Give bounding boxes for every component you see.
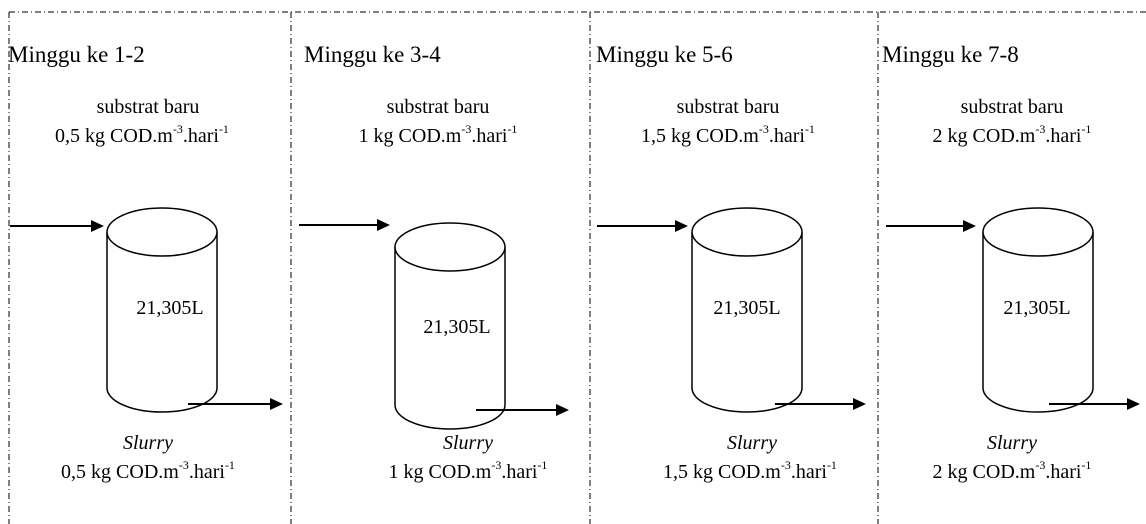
slurry-rate: 2 kg COD.m-3.hari-1: [872, 458, 1146, 484]
reactor-cylinder-body: [394, 247, 506, 430]
reactor-cylinder-body: [106, 232, 218, 413]
substrate-rate: 2 kg COD.m-3.hari-1: [872, 122, 1146, 148]
outlet-arrow-head: [853, 398, 866, 410]
unit-prefix: kg COD.m: [91, 461, 179, 483]
unit-prefix: kg COD.m: [85, 125, 173, 147]
inlet-arrow-head: [675, 220, 688, 232]
unit-exponent: -1: [1081, 122, 1092, 137]
week-title: Minggu ke 5-6: [596, 42, 733, 67]
reactor-volume: 21,305L: [713, 297, 781, 319]
panel-week-1-2: Minggu ke 1-2 substrat baru 0,5 kg COD.m…: [8, 0, 290, 524]
slurry-rate: 0,5 kg COD.m-3.hari-1: [8, 458, 288, 484]
week-title: Minggu ke 7-8: [882, 42, 1019, 67]
unit-exponent: -3: [461, 122, 472, 137]
reactor-volume: 21,305L: [1003, 297, 1071, 319]
substrate-rate: 1,5 kg COD.m-3.hari-1: [588, 122, 868, 148]
unit-exponent: -1: [218, 122, 229, 137]
substrate-rate-value: 1,5: [641, 125, 667, 147]
reactor-cylinder-top: [394, 222, 506, 272]
unit-prefix: kg COD.m: [403, 461, 492, 483]
unit-exponent: -3: [178, 458, 189, 473]
unit-prefix: kg COD.m: [671, 125, 759, 147]
unit-exponent: -3: [172, 122, 183, 137]
slurry-rate: 1,5 kg COD.m-3.hari-1: [610, 458, 890, 484]
unit-mid: .hari: [501, 461, 538, 483]
substrate-label: substrat baru: [96, 96, 200, 118]
reactor-cylinder-top: [982, 207, 1094, 257]
reactor-volume: 21,305L: [136, 297, 204, 319]
substrate-rate-value: 1: [358, 125, 369, 147]
substrate-rate-value: 0,5: [55, 125, 81, 147]
slurry-label: Slurry: [123, 432, 173, 454]
slurry-rate-value: 1: [388, 461, 399, 483]
panel-week-5-6: Minggu ke 5-6 substrat baru 1,5 kg COD.m…: [592, 0, 874, 524]
outlet-arrow-head: [556, 404, 569, 416]
reactor-cylinder-top: [691, 207, 803, 257]
unit-exponent: -1: [804, 122, 815, 137]
unit-mid: .hari: [1045, 125, 1082, 147]
outlet-arrow-head: [270, 398, 283, 410]
week-title: Minggu ke 3-4: [304, 42, 441, 67]
week-title: Minggu ke 1-2: [8, 42, 145, 67]
reactor-cylinder-body: [691, 232, 803, 413]
slurry-label: Slurry: [443, 432, 493, 454]
inlet-arrow-head: [963, 220, 976, 232]
substrate-rate: 1 kg COD.m-3.hari-1: [298, 122, 578, 148]
unit-prefix: kg COD.m: [947, 461, 1036, 483]
unit-exponent: -3: [491, 458, 502, 473]
reactor-volume: 21,305L: [423, 316, 491, 338]
slurry-rate-value: 0,5: [61, 461, 87, 483]
slurry-rate-value: 1,5: [663, 461, 689, 483]
substrate-label: substrat baru: [676, 96, 780, 118]
unit-mid: .hari: [182, 125, 219, 147]
substrate-rate-value: 2: [932, 125, 943, 147]
unit-mid: .hari: [768, 125, 805, 147]
unit-prefix: kg COD.m: [693, 461, 781, 483]
slurry-label: Slurry: [987, 432, 1037, 454]
slurry-rate-value: 2: [932, 461, 943, 483]
substrate-label: substrat baru: [386, 96, 490, 118]
panel-week-3-4: Minggu ke 3-4 substrat baru 1 kg COD.m-3…: [300, 0, 582, 524]
unit-exponent: -1: [507, 122, 518, 137]
unit-exponent: -3: [758, 122, 769, 137]
unit-mid: .hari: [188, 461, 225, 483]
slurry-rate: 1 kg COD.m-3.hari-1: [328, 458, 608, 484]
reactor-cylinder-body: [982, 232, 1094, 413]
reactor-cylinder-top: [106, 207, 218, 257]
outlet-arrow-head: [1127, 398, 1140, 410]
unit-mid: .hari: [790, 461, 827, 483]
unit-exponent: -1: [224, 458, 235, 473]
substrate-label: substrat baru: [960, 96, 1064, 118]
unit-exponent: -3: [1035, 458, 1046, 473]
unit-exponent: -3: [1035, 122, 1046, 137]
panel-week-7-8: Minggu ke 7-8 substrat baru 2 kg COD.m-3…: [880, 0, 1146, 524]
inlet-arrow-head: [377, 219, 390, 231]
unit-prefix: kg COD.m: [373, 125, 462, 147]
unit-mid: .hari: [471, 125, 508, 147]
unit-exponent: -1: [826, 458, 837, 473]
unit-prefix: kg COD.m: [947, 125, 1036, 147]
inlet-arrow-head: [91, 220, 104, 232]
unit-mid: .hari: [1045, 461, 1082, 483]
slurry-label: Slurry: [727, 432, 777, 454]
unit-exponent: -1: [537, 458, 548, 473]
unit-exponent: -3: [780, 458, 791, 473]
substrate-rate: 0,5 kg COD.m-3.hari-1: [2, 122, 282, 148]
unit-exponent: -1: [1081, 458, 1092, 473]
